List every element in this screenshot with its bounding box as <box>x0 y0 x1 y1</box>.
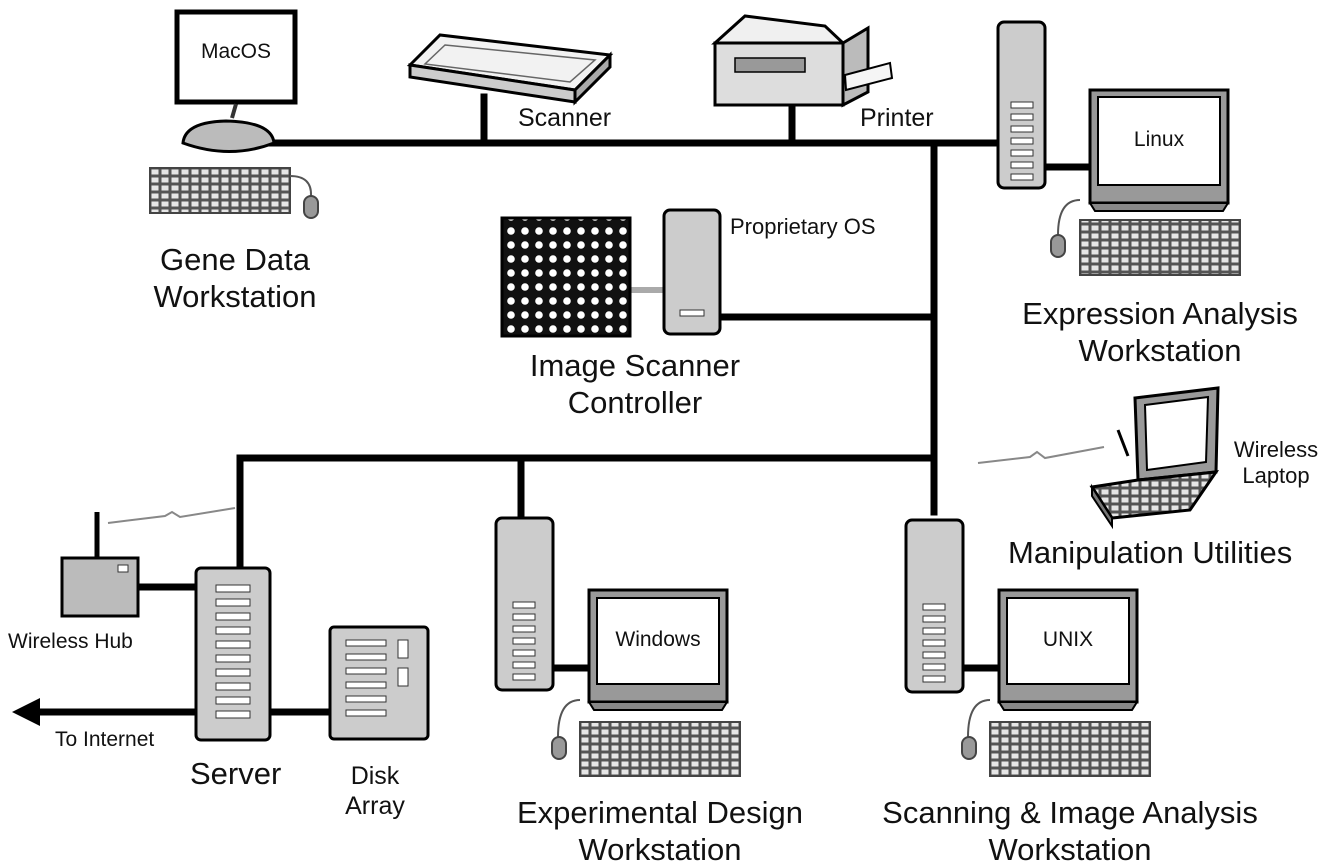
gene-data-screen-label: MacOS <box>200 40 271 63</box>
expression-workstation <box>996 20 1241 276</box>
experimental-label-line1: Experimental Design <box>516 795 804 830</box>
to-internet-label: To Internet <box>55 728 155 751</box>
experimental-label-line2: Workstation <box>578 831 742 867</box>
network-cables <box>36 93 1096 716</box>
printer-label: Printer <box>860 104 934 132</box>
disk-array <box>328 625 430 741</box>
expression-screen-label: Linux <box>1133 128 1185 151</box>
wireless-hub <box>60 512 140 618</box>
disk-array-label-line2: Array <box>345 791 405 820</box>
scanning-label-line1: Scanning & Image Analysis <box>882 795 1258 830</box>
image-scanner-label-line2: Controller <box>567 384 703 420</box>
wireless-laptop-label-line2: Laptop <box>1242 462 1310 488</box>
expression-label-line1: Expression Analysis <box>1022 296 1298 331</box>
image-scanner-label-line1: Image Scanner <box>529 348 741 383</box>
disk-array-label-line1: Disk <box>350 762 400 790</box>
server-label: Server <box>190 756 282 791</box>
gene-data-label: Gene Data Workstation <box>110 242 360 315</box>
scanning-workstation <box>904 518 1151 777</box>
scanner-label: Scanner <box>518 104 612 132</box>
gene-data-label-line1: Gene Data <box>160 242 310 277</box>
gene-data-workstation <box>149 9 319 219</box>
wireless-signal-icon <box>107 446 1105 524</box>
manipulation-utilities-label: Manipulation Utilities <box>1008 535 1293 570</box>
image-scanner-controller <box>500 208 722 338</box>
proprietary-os-label: Proprietary OS <box>730 214 876 239</box>
experimental-screen-label: Windows <box>615 628 701 651</box>
image-scanner-label: Image Scanner Controller <box>490 348 780 421</box>
scanning-label: Scanning & Image Analysis Workstation <box>855 795 1285 868</box>
wireless-laptop-label-line1: Wireless <box>1233 437 1319 462</box>
scanning-label-line2: Workstation <box>988 831 1152 867</box>
scanning-screen-label: UNIX <box>1042 628 1094 651</box>
server-tower <box>194 566 272 742</box>
disk-array-label: Disk Array <box>325 762 425 821</box>
expression-label: Expression Analysis Workstation <box>990 296 1330 369</box>
experimental-workstation <box>494 516 741 777</box>
gene-data-label-line2: Workstation <box>153 278 317 314</box>
internet-arrow-icon <box>12 698 40 726</box>
wireless-laptop <box>1089 386 1220 530</box>
scanner-device <box>406 33 614 106</box>
printer-device <box>711 14 894 108</box>
expression-label-line2: Workstation <box>1078 332 1242 368</box>
experimental-label: Experimental Design Workstation <box>490 795 830 868</box>
wireless-hub-label: Wireless Hub <box>8 630 133 653</box>
wireless-laptop-label: Wireless Laptop <box>1220 437 1332 489</box>
